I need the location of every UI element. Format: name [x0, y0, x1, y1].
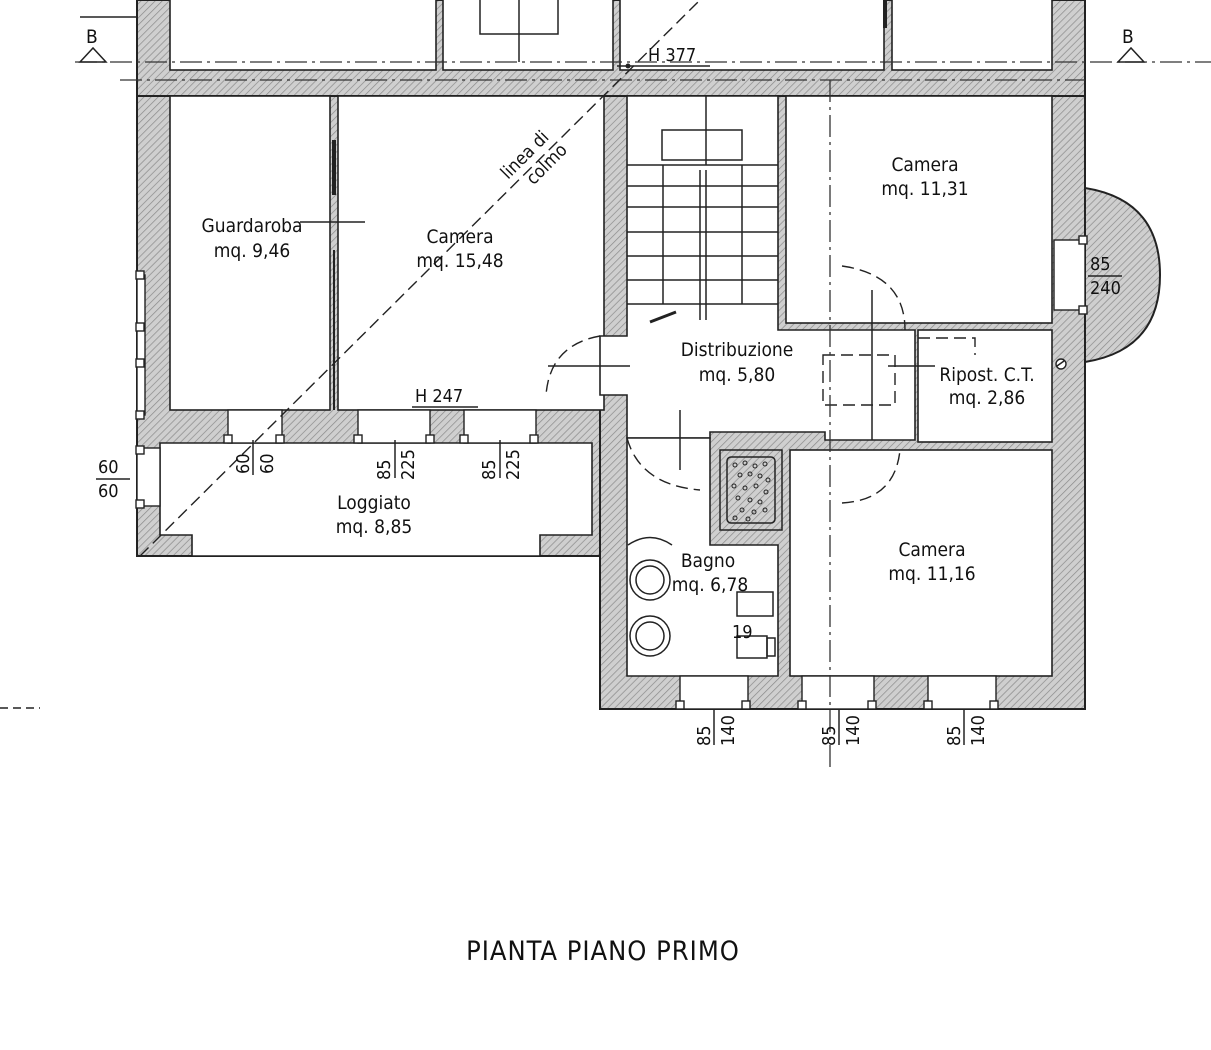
height-loggia: H 247: [415, 386, 463, 407]
loggia-1-b: 60: [257, 453, 278, 474]
opening-dimensions: 60 60 85 240 60 60 85 225 85 225 85 140 …: [98, 254, 1121, 746]
loggia-3-b: 225: [503, 449, 524, 480]
camera-1-name: Camera: [426, 226, 493, 248]
camera-2-area: mq. 11,31: [881, 178, 968, 200]
bathroom-fixtures: [627, 449, 783, 659]
ripostiglio-area: mq. 2,86: [949, 387, 1025, 409]
staircase: [627, 96, 778, 324]
door-leaves: [300, 0, 935, 470]
side-right-top: 85: [1090, 254, 1111, 275]
camera-1-area: mq. 15,48: [416, 250, 503, 272]
bottom-3-b: 140: [968, 715, 989, 746]
drawing-title: PIANTA PIANO PRIMO: [466, 936, 740, 967]
bottom-3-a: 85: [944, 725, 965, 746]
guardaroba-area: mq. 9,46: [214, 240, 290, 262]
camera-2-name: Camera: [891, 154, 958, 176]
section-marker-left: B: [86, 26, 98, 48]
bagno-area: mq. 6,78: [672, 574, 748, 596]
loggia-1-a: 60: [233, 453, 254, 474]
bottom-1-b: 140: [718, 715, 739, 746]
loggia-2-a: 85: [374, 459, 395, 480]
bottom-2-b: 140: [843, 715, 864, 746]
height-top: H 377: [648, 45, 696, 66]
section-axes: [75, 0, 1211, 770]
side-left-bottom: 60: [98, 481, 119, 502]
loggiato-name: Loggiato: [337, 492, 411, 514]
distribuzione-name: Distribuzione: [681, 339, 794, 361]
door-swings: [545, 265, 976, 504]
loggia-2-b: 225: [398, 449, 419, 480]
bath-fixture-dimension: 19: [732, 622, 753, 643]
loggiato-area: mq. 8,85: [336, 516, 412, 538]
side-right-bottom: 240: [1090, 278, 1121, 299]
distribuzione-area: mq. 5,80: [699, 364, 775, 386]
guardaroba-name: Guardaroba: [202, 215, 303, 237]
dimension-lines: [96, 275, 1122, 745]
room-interiors: [159, 0, 1053, 677]
bagno-name: Bagno: [681, 550, 735, 572]
bottom-2-a: 85: [819, 725, 840, 746]
bottom-1-a: 85: [694, 725, 715, 746]
misc-marks: [0, 358, 1067, 709]
camera-3-name: Camera: [898, 539, 965, 561]
section-marker-right: B: [1122, 26, 1134, 48]
room-labels: Guardaroba mq. 9,46 Camera mq. 15,48 Cam…: [202, 154, 1035, 596]
loggia-3-a: 85: [479, 459, 500, 480]
ripostiglio-name: Ripost. C.T.: [939, 364, 1034, 386]
camera-3-area: mq. 11,16: [888, 563, 975, 585]
side-left-top: 60: [98, 457, 119, 478]
windows: [135, 235, 1088, 710]
